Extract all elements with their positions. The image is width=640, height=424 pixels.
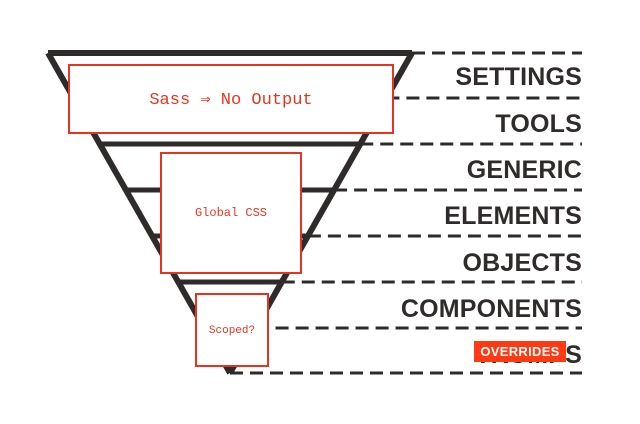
layer-divider-lines [230,51,582,375]
layer-label-tools: TOOLS [495,110,582,138]
sass-box-label: Sass ⇒ No Output [149,90,313,110]
layer-label-elements: ELEMENTS [444,202,582,230]
sass-no-output-box: Sass ⇒ No Output [68,64,394,134]
overrides-badge: OVERRIDES [474,341,566,362]
scoped-box: Scoped? [195,293,269,367]
layer-label-objects: OBJECTS [462,249,582,277]
layer-label-settings: SETTINGS [455,63,582,91]
overrides-badge-label: OVERRIDES [480,344,560,359]
global-css-box: Global CSS [160,152,302,274]
global-box-label: Global CSS [194,206,267,220]
layer-label-components: COMPONENTS [400,295,582,323]
scoped-box-label: Scoped? [208,325,256,337]
layer-label-generic: GENERIC [466,156,582,184]
